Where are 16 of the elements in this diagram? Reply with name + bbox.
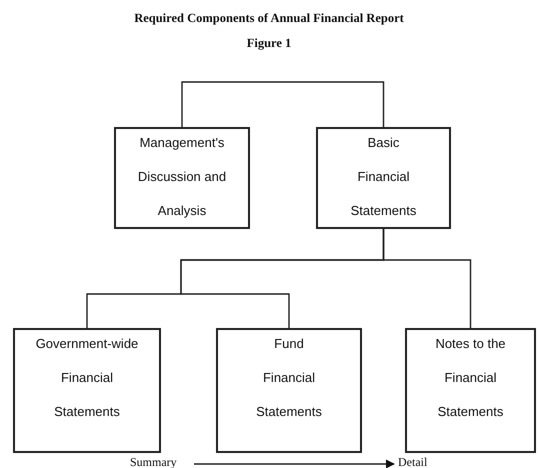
box-label: Government-wide Financial Statements [34, 335, 140, 421]
title: Required Components of Annual Financial Report [133, 11, 405, 26]
component-box [316, 127, 451, 229]
box-label: Basic Financial Statements [350, 134, 418, 220]
figure-caption: Figure 1 [246, 36, 292, 51]
arrow [194, 460, 395, 468]
connector-line [181, 81, 384, 127]
axis-label: Detail [398, 455, 428, 468]
box-label: Fund Financial Statements [255, 335, 323, 421]
component-box [216, 328, 362, 453]
component-box [405, 328, 536, 453]
component-box [114, 127, 250, 229]
box-label: Notes to the Financial Statements [434, 335, 507, 421]
box-label: Management's Discussion and Analysis [136, 134, 228, 220]
component-box [13, 328, 161, 453]
connector-line [382, 229, 472, 328]
